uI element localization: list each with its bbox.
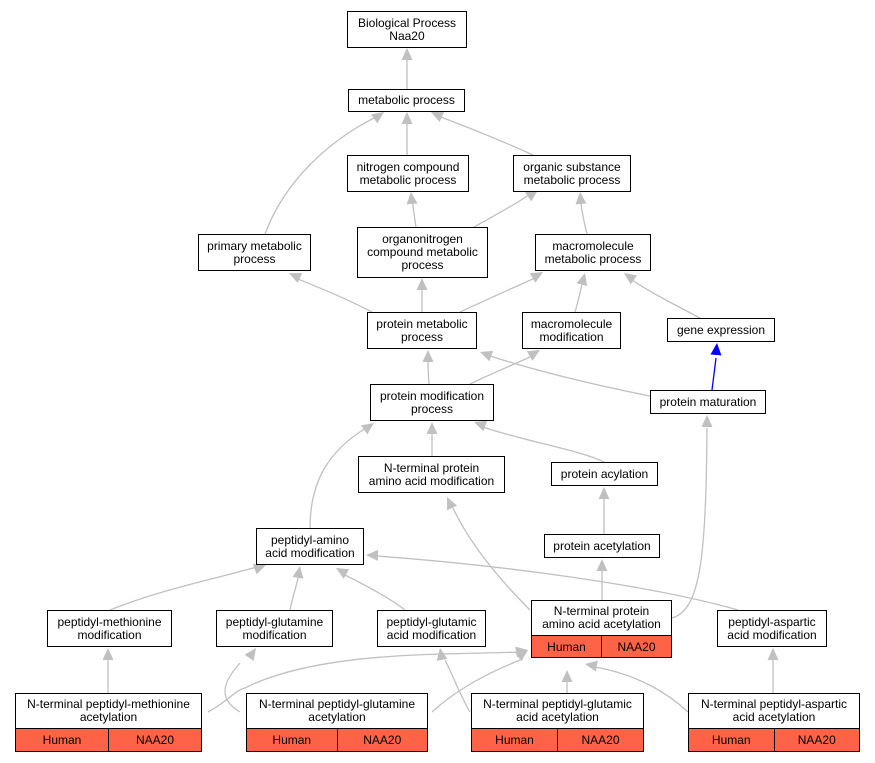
node-peptidyl-amino-acid-modification[interactable]: peptidyl-amino acid modification [256, 528, 364, 565]
species-label: Human [711, 733, 751, 747]
edge-arrowhead [401, 112, 413, 124]
edge-arrowhead [292, 566, 304, 579]
edge-line [469, 356, 531, 385]
edge-line [451, 505, 531, 611]
edge-line [580, 202, 588, 235]
edge-line [444, 659, 471, 713]
node-protein-maturation[interactable]: protein maturation [650, 390, 766, 414]
edge-arrowhead [244, 648, 256, 661]
edge-line [344, 574, 406, 611]
gene-label: NAA20 [601, 636, 671, 657]
edge-arrowhead [447, 497, 458, 511]
edge-arrowhead [575, 192, 587, 205]
edge-arrowhead [596, 559, 608, 571]
edge-arrowhead [624, 273, 637, 285]
node-macromolecule-metabolic[interactable]: macromolecule metabolic process [535, 234, 651, 271]
edge-arrowhead [515, 650, 528, 662]
node-nterm-protein-aa-modification[interactable]: N-terminal protein amino acid modificati… [358, 456, 505, 493]
edge-arrowhead [416, 278, 428, 290]
node-peptidyl-methionine-modification[interactable]: peptidyl-methionine modification [47, 610, 172, 647]
edge-arrowhead [406, 192, 418, 205]
node-protein-acylation[interactable]: protein acylation [551, 462, 658, 486]
edge-arrowhead [361, 423, 374, 435]
edge-arrowhead [480, 350, 494, 362]
edge-line [671, 427, 708, 619]
node-protein-modification[interactable]: protein modification process [370, 384, 494, 421]
edge-arrowhead [561, 670, 573, 682]
node-nterm-aa-acetylation[interactable]: N-terminal protein amino acid acetylatio… [531, 600, 672, 636]
node-nterm-glu-acetylation[interactable]: N-terminal peptidyl-glutamic acid acetyl… [471, 693, 644, 729]
edge-arrowhead [701, 415, 713, 427]
edge-line [264, 116, 377, 235]
gene-label: NAA20 [773, 729, 860, 751]
node-nterm-met-acetylation[interactable]: N-terminal peptidyl-methionine acetylati… [15, 693, 202, 729]
edge-line [376, 555, 739, 611]
gene-label: NAA20 [336, 729, 428, 751]
gene-label: NAA20 [557, 729, 643, 751]
edge-line [224, 662, 241, 713]
annotation-row: Human NAA20 [471, 729, 644, 752]
edge-arrowhead [102, 648, 114, 660]
edge-line [207, 651, 521, 713]
edge-line [711, 357, 717, 391]
edge-arrowhead [585, 660, 598, 672]
edge-arrowhead [252, 563, 266, 575]
edge-line [309, 427, 367, 529]
species-label: Human [272, 733, 312, 747]
annotation-row: Human NAA20 [15, 729, 202, 752]
annotation-row: Human NAA20 [531, 636, 672, 658]
node-primary-metabolic[interactable]: primary metabolic process [198, 234, 311, 271]
edge-line [437, 115, 534, 156]
edge-line [297, 278, 373, 313]
species-label: Human [495, 733, 534, 747]
edge-arrowhead [336, 568, 350, 579]
annotation-row: Human NAA20 [688, 729, 860, 752]
edge-arrowhead [474, 420, 488, 432]
edge-arrowhead [598, 487, 610, 499]
edge-arrowhead [767, 648, 779, 660]
node-protein-acetylation[interactable]: protein acetylation [544, 534, 660, 558]
edge-line [594, 666, 689, 713]
edge-line [459, 277, 536, 313]
annotation-row: Human NAA20 [246, 729, 428, 752]
edge-line [482, 426, 605, 463]
edge-line [431, 659, 521, 713]
edge-line [631, 279, 701, 319]
edge-line [473, 193, 531, 228]
node-macromolecule-modification[interactable]: macromolecule modification [522, 312, 621, 349]
edge-arrowhead [436, 648, 448, 661]
node-gene-expression[interactable]: gene expression [667, 318, 775, 342]
edge-line [574, 283, 583, 313]
node-peptidyl-aspartic-modification[interactable]: peptidyl-aspartic acid modification [717, 610, 827, 647]
node-nitrogen-compound[interactable]: nitrogen compound metabolic process [347, 155, 469, 192]
node-organic-substance[interactable]: organic substance metabolic process [513, 155, 631, 192]
edge-arrowhead [289, 273, 303, 284]
node-peptidyl-glutamine-modification[interactable]: peptidyl-glutamine modification [216, 610, 333, 647]
edge-arrowhead [525, 190, 538, 202]
gene-label: NAA20 [108, 729, 201, 751]
node-nterm-asp-acetylation[interactable]: N-terminal peptidyl-aspartic acid acetyl… [688, 693, 860, 729]
node-peptidyl-glutamic-modification[interactable]: peptidyl-glutamic acid modification [377, 610, 486, 647]
edge-arrowhead [431, 112, 445, 123]
edge-arrowhead [576, 273, 588, 287]
node-organonitrogen[interactable]: organonitrogen compound metabolic proces… [357, 227, 488, 278]
edge-line [289, 577, 299, 611]
edge-arrowhead [371, 112, 384, 124]
node-metabolic-process[interactable]: metabolic process [348, 89, 465, 112]
species-label: Human [42, 733, 82, 747]
node-protein-metabolic[interactable]: protein metabolic process [367, 312, 477, 349]
edge-line [109, 566, 258, 611]
species-label: Human [547, 639, 586, 654]
edge-arrowhead [710, 343, 722, 356]
edge-arrowhead [529, 272, 543, 283]
node-nterm-gln-acetylation[interactable]: N-terminal peptidyl-glutamine acetylatio… [246, 693, 428, 729]
edge-arrowhead [526, 350, 540, 361]
edge-arrowhead [366, 549, 379, 561]
edge-line [489, 355, 651, 397]
edge-arrowhead [422, 350, 434, 362]
edge-arrowhead [426, 422, 438, 434]
node-biological-process[interactable]: Biological Process Naa20 [347, 11, 467, 48]
edge-arrowhead [401, 48, 413, 60]
